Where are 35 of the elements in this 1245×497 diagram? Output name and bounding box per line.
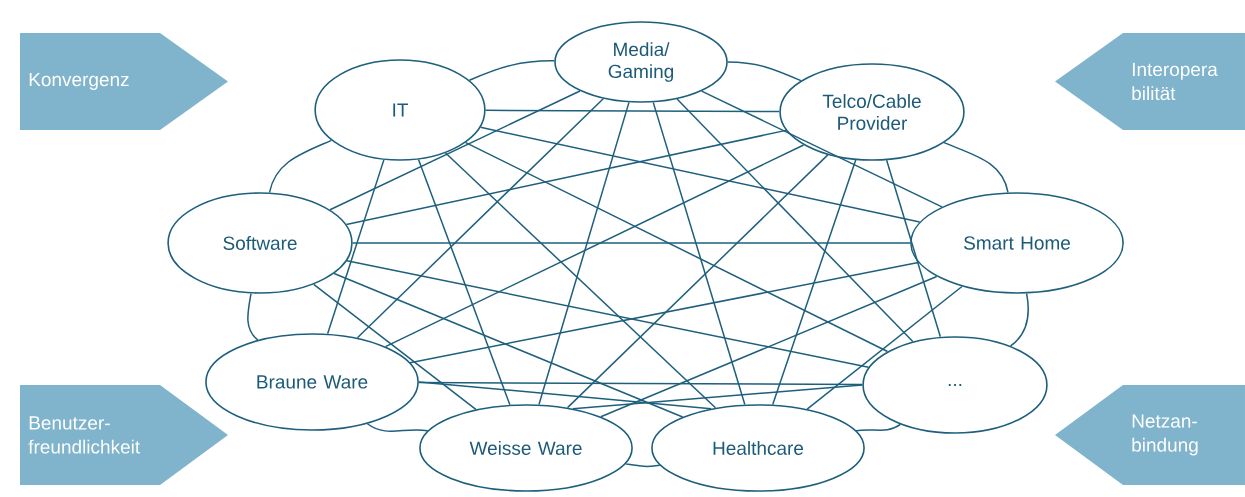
connector-line (329, 90, 581, 211)
connector-line (345, 129, 787, 226)
connector-line (417, 158, 511, 406)
connector-line (572, 384, 864, 410)
connector-line (268, 139, 333, 194)
connector-line (1009, 292, 1030, 347)
connector-line (326, 159, 385, 335)
connector-line (885, 159, 942, 338)
connector-line (366, 423, 429, 432)
connector-line (700, 90, 943, 208)
connector-line (484, 109, 781, 113)
connector-line (333, 272, 684, 418)
connector-line (943, 141, 1009, 194)
connector-line (313, 283, 477, 411)
connector-line (468, 60, 555, 81)
connector-line (538, 101, 630, 406)
connector-line (600, 275, 938, 418)
connector-line (465, 141, 889, 353)
connector-line (566, 154, 829, 409)
connector-line (652, 101, 746, 406)
connector-line (352, 242, 911, 244)
connector-line (356, 97, 604, 339)
connector-line (676, 98, 914, 343)
connector-line (727, 61, 802, 82)
connector-line (771, 159, 857, 406)
connector-line (855, 423, 902, 432)
connector-line (418, 381, 712, 410)
connector-line (479, 126, 921, 223)
connector-line (444, 152, 717, 409)
connector-line (247, 292, 259, 341)
connector-line (384, 144, 805, 348)
connector-line (346, 260, 870, 369)
connector-line (409, 261, 920, 364)
connector-line (624, 463, 661, 468)
connector-line (806, 285, 963, 410)
